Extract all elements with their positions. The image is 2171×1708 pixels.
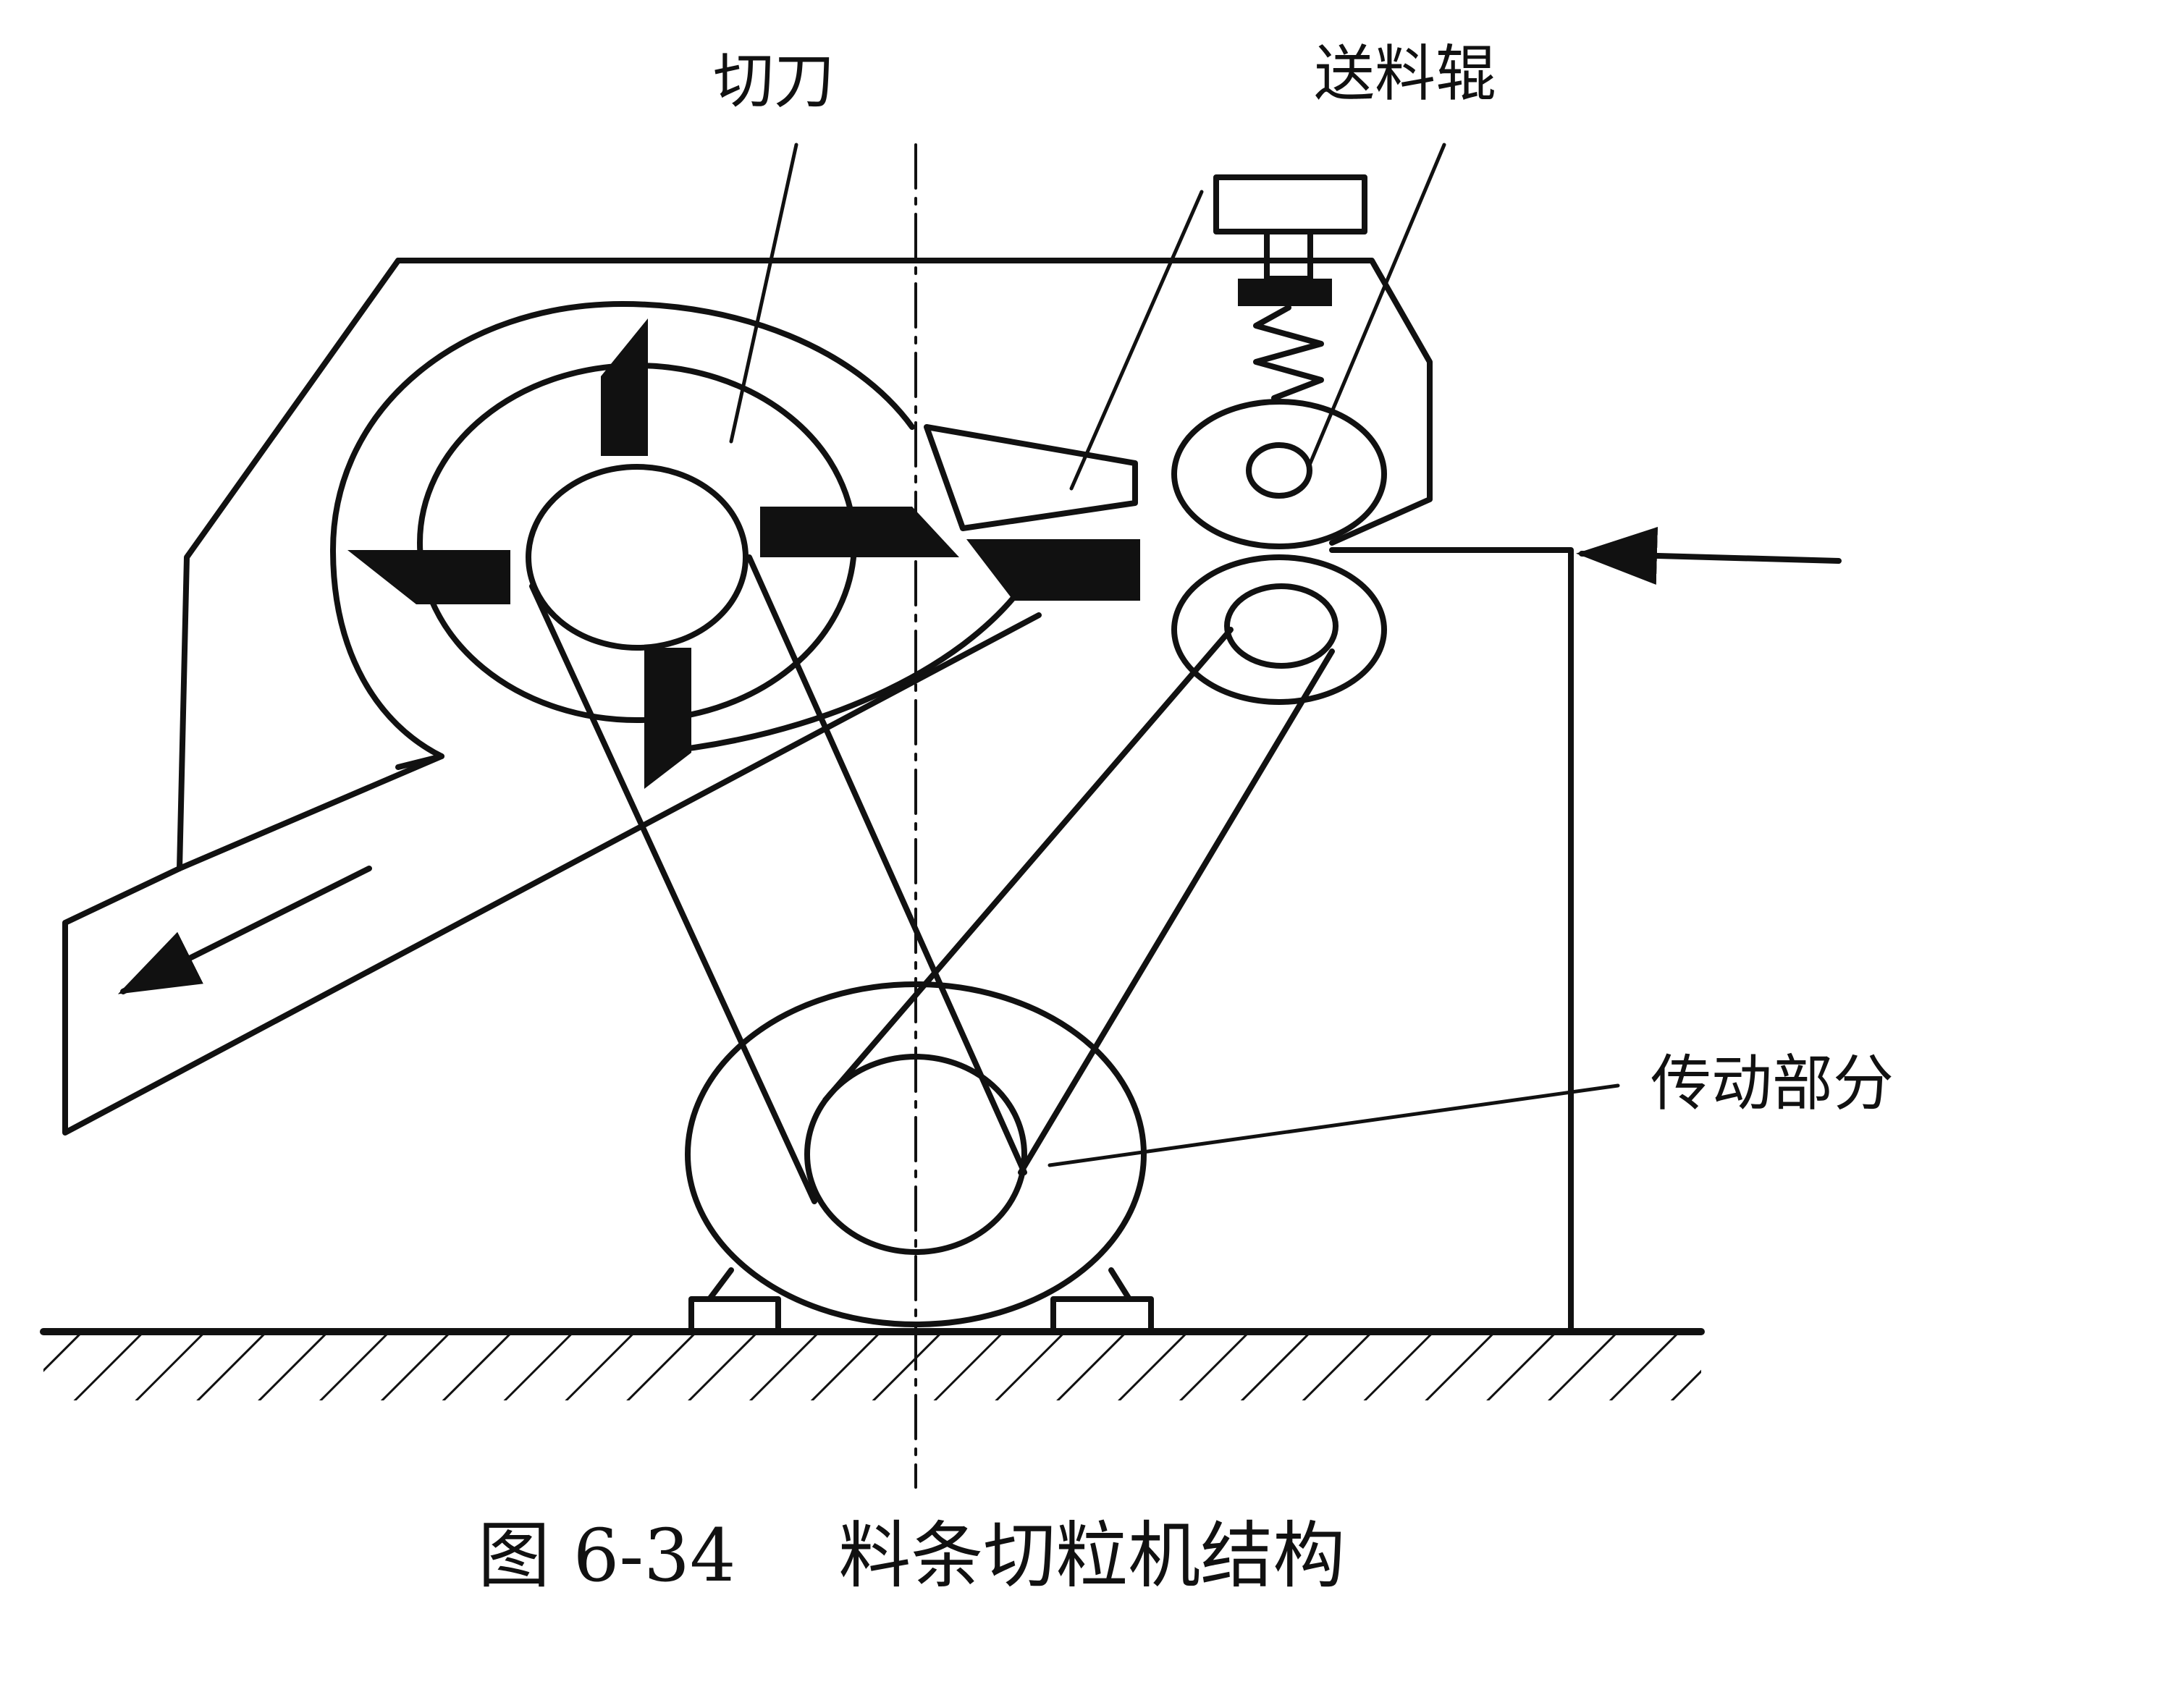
upper-feed-roller-axle bbox=[1246, 442, 1312, 499]
lower-feed-roller bbox=[1171, 554, 1387, 705]
discharge-arrow bbox=[117, 866, 372, 994]
spring-seat bbox=[1238, 279, 1332, 306]
pressure-handle bbox=[1213, 174, 1367, 234]
blade-top bbox=[601, 318, 648, 456]
ground bbox=[40, 1328, 1705, 1400]
motor-mounts bbox=[688, 1267, 1154, 1335]
lower-feed-roller-pulley bbox=[1224, 583, 1339, 669]
caption-title: 料条切粒机结构 bbox=[838, 1513, 1346, 1598]
rotor-casing-lower bbox=[649, 576, 1031, 756]
label-cutter: 切刀 bbox=[713, 46, 835, 117]
blade-lower-right bbox=[966, 539, 1140, 601]
rotor-casing bbox=[330, 301, 915, 770]
bed-knife bbox=[924, 424, 1138, 531]
drive-belts bbox=[529, 554, 1335, 1204]
pressure-spring bbox=[1253, 305, 1324, 401]
leader-cutter bbox=[729, 143, 798, 444]
blade-left bbox=[347, 550, 510, 604]
pressure-stem bbox=[1264, 229, 1313, 282]
chute-top-edge bbox=[177, 753, 444, 871]
label-feed-roller: 送料辊 bbox=[1314, 38, 1497, 109]
strand-feed-line bbox=[1329, 547, 1574, 1335]
discharge-chute bbox=[62, 612, 1042, 1136]
leader-feed-roller bbox=[1308, 143, 1446, 465]
leader-transmission bbox=[1047, 1083, 1620, 1167]
blade-bottom bbox=[644, 648, 691, 789]
caption-figure-number: 图 6-34 bbox=[478, 1513, 736, 1598]
housing-left-wall bbox=[177, 258, 401, 871]
strand-feed-arrow bbox=[1576, 526, 1842, 585]
upper-feed-roller bbox=[1171, 399, 1387, 549]
housing-outline bbox=[395, 258, 1433, 546]
label-transmission: 传动部分 bbox=[1651, 1048, 1894, 1119]
rotor-hub bbox=[526, 464, 749, 651]
figure-caption: 图 6-34 料条切粒机结构 bbox=[478, 1520, 1345, 1592]
leader-bed-knife bbox=[1069, 190, 1204, 491]
blade-right bbox=[760, 507, 959, 557]
